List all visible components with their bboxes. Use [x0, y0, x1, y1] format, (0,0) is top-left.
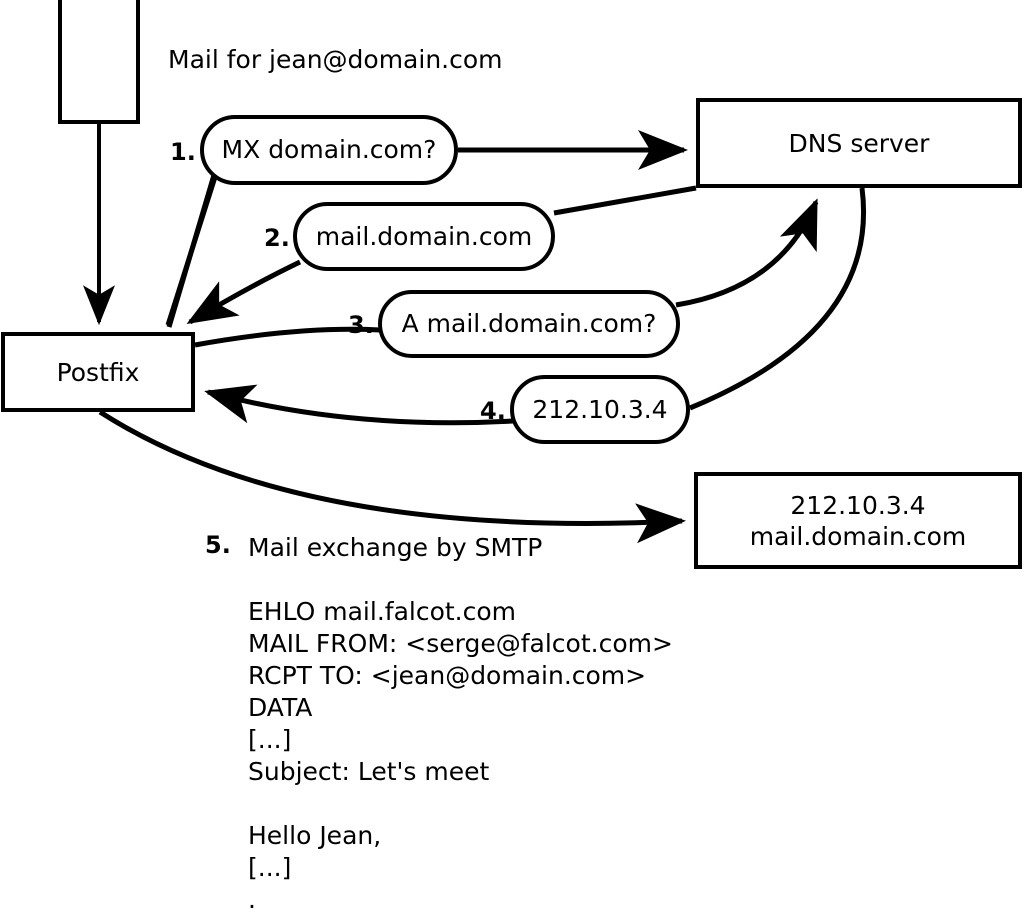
smtp-transcript: EHLO mail.falcot.com MAIL FROM: <serge@f…	[248, 597, 673, 914]
step-4-bubble-label: 212.10.3.4	[532, 394, 668, 424]
step-2-bubble-label: mail.domain.com	[315, 221, 533, 251]
dns-server-box[interactable]: DNS server	[696, 98, 1022, 188]
step-4-number: 4.	[480, 397, 506, 425]
edge-dns-to-bubble2	[553, 185, 697, 216]
edge-bubble3-to-dns	[675, 198, 819, 308]
step-1-bubble[interactable]: MX domain.com?	[200, 115, 458, 185]
step-3-bubble[interactable]: A mail.domain.com?	[378, 290, 680, 358]
postfix-box-label: Postfix	[56, 357, 140, 387]
step-2-bubble[interactable]: mail.domain.com	[293, 202, 555, 271]
step-1-number: 1.	[170, 138, 196, 166]
postfix-box[interactable]: Postfix	[1, 332, 195, 412]
mail-for-annotation: Mail for jean@domain.com	[168, 45, 503, 74]
step-5-label: Mail exchange by SMTP	[248, 533, 543, 562]
edge-dns-to-bubble4	[689, 187, 866, 411]
step-3-bubble-label: A mail.domain.com?	[401, 309, 657, 338]
target-mail-server-box[interactable]: 212.10.3.4 mail.domain.com	[694, 472, 1022, 569]
edge-bubble1-tail	[165, 176, 218, 326]
edge-postfix-to-target	[98, 409, 686, 544]
step-2-number: 2.	[264, 224, 290, 252]
client-box[interactable]	[58, 0, 140, 124]
step-5-number: 5.	[205, 531, 231, 559]
edge-bubble4-to-postfix	[204, 384, 514, 426]
step-1-bubble-label: MX domain.com?	[221, 135, 437, 164]
dns-server-box-label: DNS server	[788, 128, 930, 158]
step-4-bubble[interactable]: 212.10.3.4	[510, 375, 690, 444]
edge-postfix-to-bubble3	[194, 326, 381, 348]
edge-bubble2-to-postfix	[186, 259, 302, 325]
target-mail-server-box-label: 212.10.3.4 mail.domain.com	[749, 490, 967, 551]
step-3-number: 3.	[348, 311, 374, 339]
